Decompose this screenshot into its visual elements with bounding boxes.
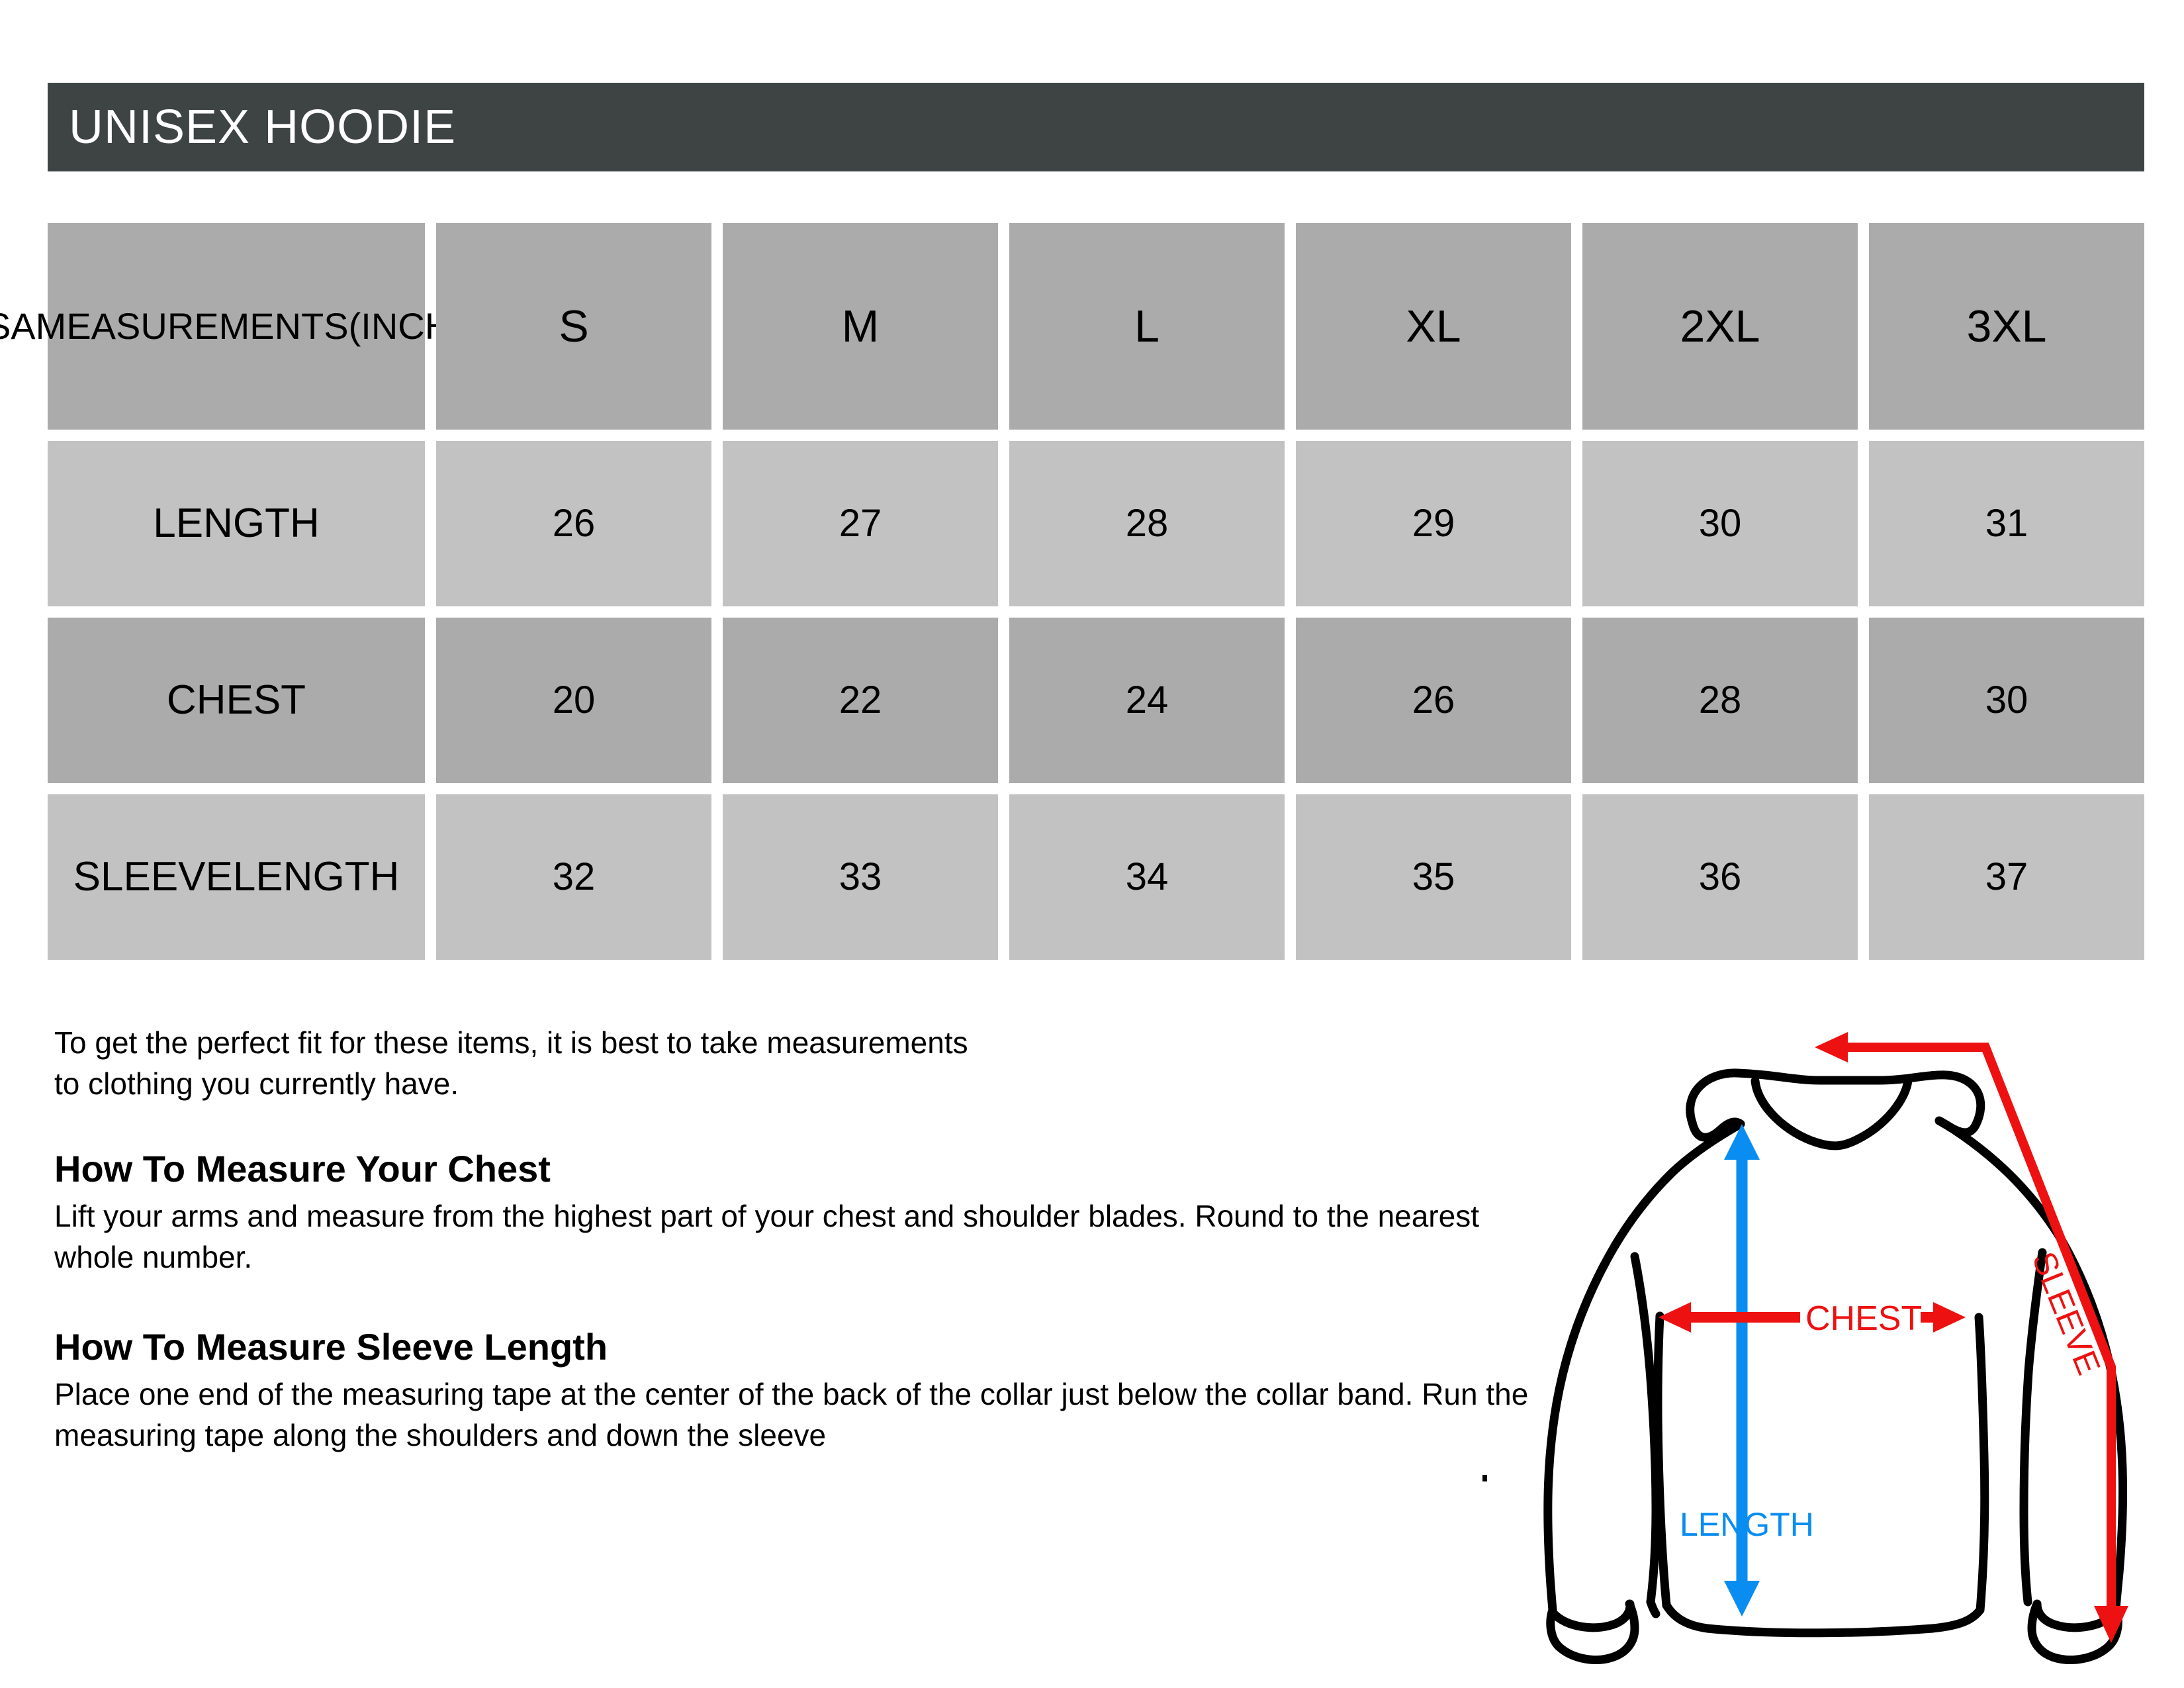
row-label-line: LENGTH [153, 500, 320, 547]
sleeve-arrow-head-end [2094, 1606, 2128, 1643]
corner-label-line: MEASUREMENTS [35, 305, 349, 347]
table-cell: 28 [1009, 441, 1285, 606]
chest-arrow-label: CHEST [1805, 1299, 1922, 1338]
row-label-line: LENGTH [232, 854, 400, 900]
table-cell: 24 [1009, 618, 1285, 783]
table-cell: 30 [1869, 618, 2144, 783]
hoodie-diagram: LENGTH CHEST SLEEVE [1509, 1006, 2177, 1688]
table-cell: 33 [723, 794, 998, 960]
table-cell: 37 [1869, 794, 2144, 960]
table-cell: 20 [436, 618, 711, 783]
corner-label-line: USA [0, 305, 36, 347]
paragraph-measure-sleeve: Place one end of the measuring tape at t… [54, 1376, 1529, 1452]
column-header-3xl: 3XL [1869, 223, 2144, 430]
table-cell: 26 [436, 441, 711, 606]
row-label-line: SLEEVE [73, 854, 233, 900]
heading-measure-sleeve: How To Measure Sleeve Length [54, 1325, 608, 1368]
table-cell: 35 [1296, 794, 1571, 960]
instructions-block: To get the perfect fit for these items, … [54, 1023, 1543, 1456]
table-cell: 30 [1582, 441, 1858, 606]
column-header-s: S [436, 223, 711, 430]
row-header-length: LENGTH [48, 441, 425, 606]
paragraph-measure-chest: Lift your arms and measure from the high… [54, 1199, 1479, 1275]
column-header-2xl: 2XL [1582, 223, 1858, 430]
sleeve-arrow [1835, 1043, 2116, 1622]
table-cell: 36 [1582, 794, 1858, 960]
table-cell: 26 [1296, 618, 1571, 783]
row-label-line: CHEST [166, 677, 306, 724]
heading-measure-chest: How To Measure Your Chest [54, 1148, 551, 1190]
page-title-bar: UNISEX HOODIE [48, 83, 2144, 171]
column-header-l: L [1009, 223, 1285, 430]
table-cell: 27 [723, 441, 998, 606]
length-arrow [1724, 1124, 1760, 1617]
table-cell: 32 [436, 794, 711, 960]
intro-paragraph: To get the perfect fit for these items, … [54, 1025, 968, 1101]
column-header-xl: XL [1296, 223, 1571, 430]
length-arrow-label: LENGTH [1680, 1506, 1814, 1543]
sleeve-arrow-head-start [1815, 1032, 1848, 1062]
table-cell: 22 [723, 618, 998, 783]
table-cell: 34 [1009, 794, 1285, 960]
row-header-chest: CHEST [48, 618, 425, 783]
column-header-m: M [723, 223, 998, 430]
table-cell: 29 [1296, 441, 1571, 606]
stray-dot-artifact [1482, 1475, 1487, 1481]
table-cell: 31 [1869, 441, 2144, 606]
table-corner-label: USAMEASUREMENTS(INCHES) [0, 223, 514, 430]
hoodie-outline-icon [1543, 1068, 2128, 1664]
chest-arrow [1659, 1302, 1966, 1333]
table-cell: 28 [1582, 618, 1858, 783]
page-title: UNISEX HOODIE [69, 101, 457, 154]
